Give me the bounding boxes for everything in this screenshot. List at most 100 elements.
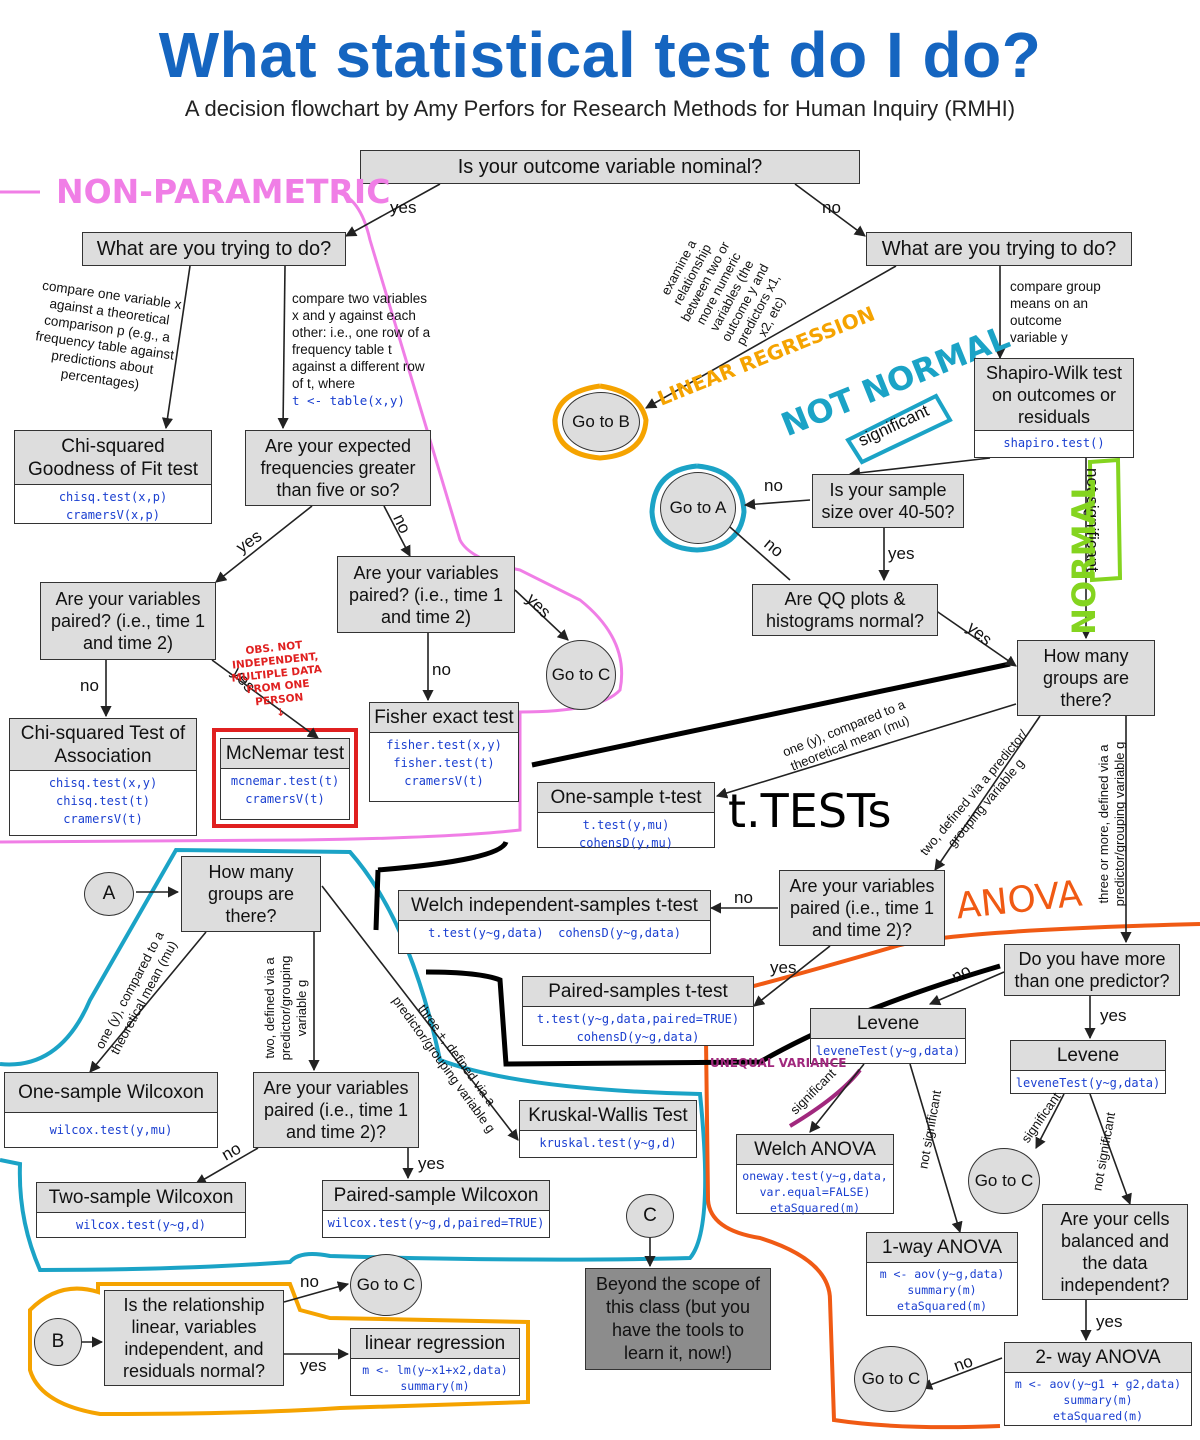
- edge-expected-no: [383, 505, 411, 557]
- edge-paired-t-yes: [753, 945, 831, 1007]
- significant-outline: [845, 393, 953, 465]
- entry-circle-b: B: [34, 1318, 82, 1366]
- node-groups-right: How many groups are there?: [1017, 640, 1155, 716]
- node-paired-mid: Are your variables paired? (i.e., time 1…: [337, 556, 515, 633]
- edge-levene-b-sig: [1035, 1093, 1065, 1149]
- entry-circle-c: C: [626, 1194, 674, 1238]
- edge-levene-a-sig: [809, 1063, 865, 1133]
- node-paired-nonparametric: Are your variables paired (i.e., time 1 …: [253, 1072, 419, 1148]
- node-qq-plots: Are QQ plots & histograms normal?: [752, 584, 938, 636]
- linear-lower-outline: [28, 1282, 530, 1417]
- edge-linear-no: [283, 1281, 350, 1303]
- annotation-unequal-variance: UNEQUAL VARIANCE: [710, 1056, 847, 1070]
- test-welch-t: Welch independent-samples t-test t.test(…: [398, 890, 711, 954]
- page-subtitle: A decision flowchart by Amy Perfors for …: [184, 96, 1016, 121]
- edge-left-compare-two: [277, 265, 289, 430]
- goto-b-circle: Go to B: [562, 392, 640, 452]
- node-beyond-scope: Beyond the scope of this class (but you …: [585, 1268, 771, 1370]
- note-compare-group: compare group means on an outcome variab…: [1010, 279, 1101, 345]
- test-fisher-exact: Fisher exact test fisher.test(x,y)fisher…: [369, 702, 519, 802]
- label-no-linear: no: [300, 1272, 319, 1291]
- edge-shapiro-sig: [848, 457, 991, 479]
- ttests-outline: [373, 661, 1011, 1067]
- test-oneway-anova: 1-way ANOVA m <- aov(y~g,data)summary(m)…: [866, 1232, 1018, 1316]
- page-title: What statistical test do I do?: [158, 19, 1042, 91]
- not-significant-outline: [1087, 457, 1123, 583]
- nonparam-lower-outline: [0, 847, 708, 1273]
- label-no-paired-mid: no: [432, 660, 451, 679]
- edge-nominal-no: [794, 183, 866, 237]
- annotation-nonparametric: NON-PARAMETRIC: [56, 172, 391, 211]
- edge-np-paired-no: [195, 1147, 259, 1185]
- edge-qq-yes: [934, 609, 1017, 667]
- edge-levene-a-not: [909, 1063, 963, 1234]
- node-what-trying-left: What are you trying to do?: [82, 232, 346, 266]
- test-chi-squared-gof: Chi-squared Goodness of Fit test chisq.t…: [14, 430, 212, 524]
- nonparametric-outline: [0, 190, 624, 844]
- label-yes-nominal: yes: [390, 198, 417, 217]
- test-twoway-anova: 2- way ANOVA m <- aov(y~g1 + g2,data)sum…: [1004, 1342, 1192, 1426]
- node-more-predictors: Do you have more than one predictor?: [1004, 944, 1180, 996]
- node-what-trying-right: What are you trying to do?: [866, 232, 1132, 266]
- note-compare-two: compare two variables x and y against ea…: [292, 291, 431, 408]
- test-mcnemar: McNemar test mcnemar.test(t)cramersV(t): [220, 738, 350, 820]
- node-paired-ttest: Are your variables paired (i.e., time 1 …: [779, 870, 945, 946]
- test-shapiro-wilk: Shapiro-Wilk test on outcomes or residua…: [974, 358, 1134, 458]
- edge-paired-a-yes: [211, 659, 319, 739]
- node-sample-size: Is your sample size over 40-50?: [812, 474, 964, 528]
- edge-predictor-no: [928, 971, 1005, 1006]
- edge-np-one: [89, 931, 207, 1073]
- label-no-nominal: no: [822, 198, 841, 217]
- edge-groups-one: [715, 703, 1017, 799]
- edge-levene-b-not: [1089, 1093, 1132, 1206]
- test-chi-squared-association: Chi-squared Test of Association chisq.te…: [9, 718, 197, 836]
- annotation-obs-not-independent: OBS. NOT INDEPENDENT, MULTIPLE DATA FROM…: [230, 639, 323, 720]
- goto-a-circle: Go to A: [660, 472, 736, 544]
- edge-qq-no: [721, 519, 791, 581]
- test-paired-t: Paired-samples t-test t.test(y~g,data,pa…: [522, 976, 754, 1046]
- node-outcome-nominal: Is your outcome variable nominal?: [360, 150, 860, 184]
- node-expected-frequencies: Are your expected frequencies greater th…: [245, 430, 431, 506]
- edge-expected-yes: [215, 505, 313, 583]
- edge-paired-b-yes: [514, 589, 569, 641]
- node-groups-nonparametric: How many groups are there?: [181, 856, 321, 932]
- test-paired-wilcoxon: Paired-sample Wilcoxon wilcox.test(y~g,d…: [322, 1180, 550, 1238]
- annotation-t-tests: t.TESTs: [728, 784, 892, 838]
- entry-circle-a: A: [84, 872, 134, 916]
- test-one-sample-t: One-sample t-test t.test(y,mu)cohensD(y,…: [537, 782, 715, 850]
- node-linear-assumptions: Is the relationship linear, variables in…: [104, 1290, 284, 1386]
- test-levene-left: Levene leveneTest(y~g,data): [810, 1008, 966, 1064]
- goto-c-circle-linear: Go to C: [350, 1254, 422, 1316]
- label-no-sample: no: [764, 476, 783, 495]
- label-yes-linear: yes: [300, 1356, 327, 1375]
- edge-sample-no: [743, 498, 811, 510]
- label-yes-balanced: yes: [1096, 1312, 1123, 1331]
- edge-nominal-yes: [345, 183, 441, 237]
- goto-c-circle-upper: Go to C: [546, 640, 616, 710]
- test-two-sample-wilcoxon: Two-sample Wilcoxon wilcox.test(y~g,d): [36, 1182, 246, 1238]
- linear-outline: [552, 383, 649, 461]
- annotation-normal: NORMAL: [1064, 479, 1103, 635]
- note-compare-one: compare one variable x against a theoret…: [34, 277, 183, 392]
- node-cells-balanced: Are your cells balanced and the data ind…: [1042, 1204, 1188, 1300]
- label-yes-paired-ttest: yes: [770, 958, 797, 977]
- test-levene-right: Levene leveneTest(y~g,data): [1010, 1040, 1166, 1094]
- node-paired-left: Are your variables paired? (i.e., time 1…: [40, 582, 216, 660]
- edge-right-regression: [645, 265, 897, 409]
- test-welch-anova: Welch ANOVA oneway.test(y~g,data,var.equ…: [736, 1134, 894, 1215]
- label-no-paired-ttest: no: [734, 888, 753, 907]
- goto-a-outline: [649, 463, 747, 553]
- label-yes-paired-np: yes: [418, 1154, 445, 1173]
- label-yes-predictor: yes: [1100, 1006, 1127, 1025]
- test-one-sample-wilcoxon: One-sample Wilcoxon wilcox.test(y,mu): [4, 1072, 218, 1148]
- edge-groups-two: [934, 715, 1041, 871]
- test-linear-regression: linear regression m <- lm(y~x1+x2,data)s…: [350, 1328, 520, 1396]
- test-title: Chi-squared Goodness of Fit test: [15, 431, 211, 485]
- edge-left-compare-one: [161, 265, 191, 430]
- goto-c-circle-anova: Go to C: [854, 1346, 928, 1412]
- test-kruskal-wallis: Kruskal-Wallis Test kruskal.test(y~g,d): [519, 1100, 697, 1158]
- edge-np-three: [321, 885, 519, 1141]
